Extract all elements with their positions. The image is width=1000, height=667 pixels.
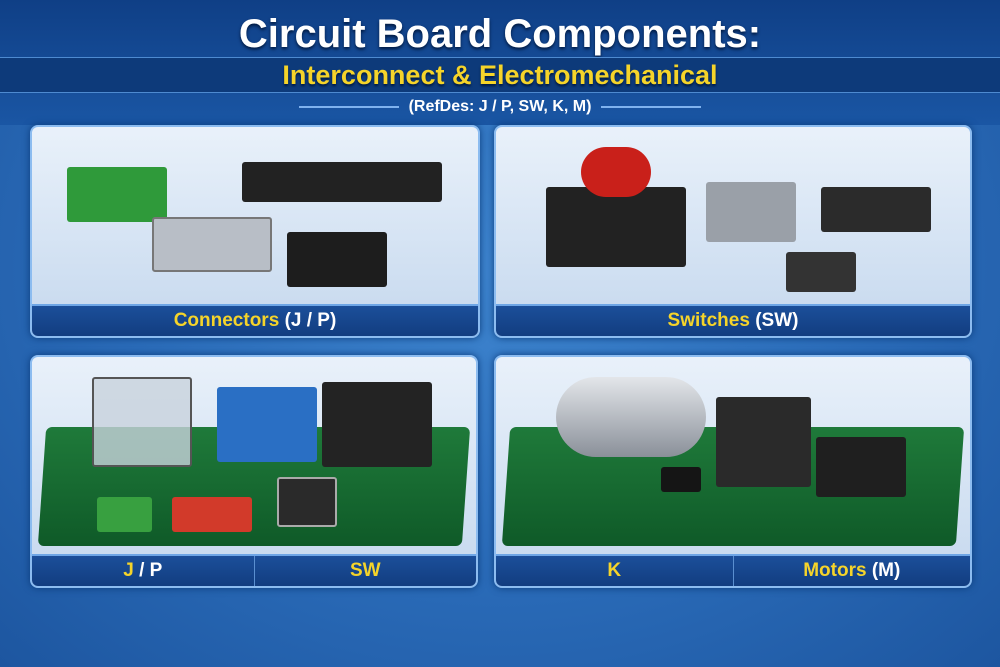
page-subtitle: Interconnect & Electromechanical [282, 60, 718, 90]
subtitle-band [0, 57, 1000, 93]
servo-motor-image [816, 437, 906, 497]
stepper-motor-image [716, 397, 811, 487]
sw-label: SW [349, 560, 381, 581]
chip-image [661, 467, 701, 492]
switches-panel: Switches (SW) [494, 125, 972, 338]
switches-label: Switches [667, 310, 750, 331]
motors-refdes: (M) [871, 560, 901, 581]
terminal-block-image [67, 167, 167, 222]
tactile-switch-image [786, 252, 856, 292]
usb-connector-image [152, 217, 272, 272]
motors-label: Motors [803, 560, 867, 581]
audio-jack-image [277, 477, 337, 527]
dip-switch-image [172, 497, 252, 532]
page-title: Circuit Board Components: [238, 12, 762, 56]
jp-label: J [123, 560, 134, 581]
label-bar: Connectors (J / P) [32, 304, 478, 336]
terminal-image [97, 497, 152, 532]
pcb-right-panel: K Motors (M) [494, 355, 972, 588]
relay-black-image [322, 382, 432, 467]
pin-header-image [242, 162, 442, 202]
jp-suffix: / P [139, 560, 163, 581]
switches-refdes: (SW) [755, 310, 799, 331]
connectors-refdes: (J / P) [284, 310, 337, 331]
header: Circuit Board Components: Interconnect &… [0, 0, 1000, 125]
rj45-jack-image [287, 232, 387, 287]
connectors-panel: Connectors (J / P) [30, 125, 480, 338]
connectors-label: Connectors [173, 310, 280, 331]
k-label: K [607, 560, 622, 581]
relay-blue-image [217, 387, 317, 462]
refdes-caption: (RefDes: J / P, SW, K, M) [0, 98, 1000, 116]
push-button-image [546, 187, 686, 267]
label-bar: J / P SW [32, 554, 476, 586]
relay-clear-image [92, 377, 192, 467]
push-button-cap [581, 147, 651, 197]
slide-switch-image [821, 187, 931, 232]
dc-motor-image [556, 377, 706, 457]
pcb-left-panel: J / P SW [30, 355, 478, 588]
toggle-switch-image [706, 182, 796, 242]
label-bar: Switches (SW) [496, 304, 970, 336]
label-bar: K Motors (M) [496, 554, 970, 586]
